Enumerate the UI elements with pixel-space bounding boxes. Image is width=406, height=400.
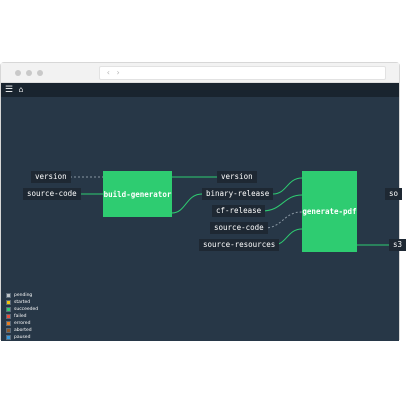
legend-swatch-paused [6, 335, 11, 340]
resource-version-input[interactable]: version [31, 171, 71, 183]
legend-item: paused [6, 334, 38, 341]
pipeline-wires [70, 176, 389, 246]
browser-window: ‹ › ☰ ⌂ version [0, 62, 406, 341]
hamburger-icon[interactable]: ☰ [4, 85, 14, 95]
address-bar[interactable]: ‹ › [99, 66, 386, 80]
legend-swatch-aborted [6, 328, 11, 333]
resource-version-output[interactable]: version [217, 171, 257, 183]
legend-item: aborted [6, 327, 38, 334]
top-bar: ☰ ⌂ [1, 83, 399, 97]
wire-build-to-binary-release [171, 193, 203, 214]
window-close-dot[interactable] [15, 70, 21, 76]
window-minimize-dot[interactable] [26, 70, 32, 76]
legend-swatch-started [6, 300, 11, 305]
resource-cf-release[interactable]: cf-release [212, 205, 266, 217]
legend-label: succeeded [14, 307, 39, 312]
job-generate-pdf[interactable]: generate-pdf [302, 171, 357, 252]
legend-swatch-pending [6, 293, 11, 298]
legend-label: errored [14, 321, 31, 326]
legend-item: pending [6, 292, 38, 299]
browser-titlebar: ‹ › [1, 63, 399, 83]
legend-item: started [6, 299, 38, 306]
resource-source-code-input[interactable]: source-code [23, 188, 81, 200]
legend-label: paused [14, 335, 31, 340]
legend-item: failed [6, 313, 38, 320]
resource-source-right-partial[interactable]: so [385, 188, 403, 200]
legend-label: started [14, 300, 31, 305]
legend-label: failed [14, 314, 27, 319]
legend-swatch-errored [6, 321, 11, 326]
resource-source-code-mid[interactable]: source-code [210, 222, 268, 234]
status-legend: pending started succeeded failed errored… [6, 292, 38, 341]
legend-label: pending [14, 293, 33, 298]
job-build-generator[interactable]: build-generator [103, 171, 172, 217]
job-label: build-generator [103, 189, 172, 199]
legend-item: succeeded [6, 306, 38, 313]
legend-swatch-failed [6, 314, 11, 319]
wire-binary-release-to-pdf [272, 177, 303, 195]
resource-s3-partial[interactable]: s3 [389, 239, 406, 251]
wire-cf-release-to-pdf [261, 194, 303, 212]
legend-swatch-succeeded [6, 307, 11, 312]
legend-item: errored [6, 320, 38, 327]
resource-binary-release[interactable]: binary-release [202, 188, 274, 200]
job-label: generate-pdf [302, 207, 357, 216]
home-icon[interactable]: ⌂ [18, 85, 24, 94]
window-maximize-dot[interactable] [37, 70, 43, 76]
pipeline-view: ☰ ⌂ version source-code [1, 83, 406, 341]
wire-source-code-to-pdf [263, 211, 303, 229]
nav-arrows-icon[interactable]: ‹ › [106, 68, 121, 77]
legend-label: aborted [14, 328, 32, 333]
resource-source-resources[interactable]: source-resources [199, 239, 280, 251]
